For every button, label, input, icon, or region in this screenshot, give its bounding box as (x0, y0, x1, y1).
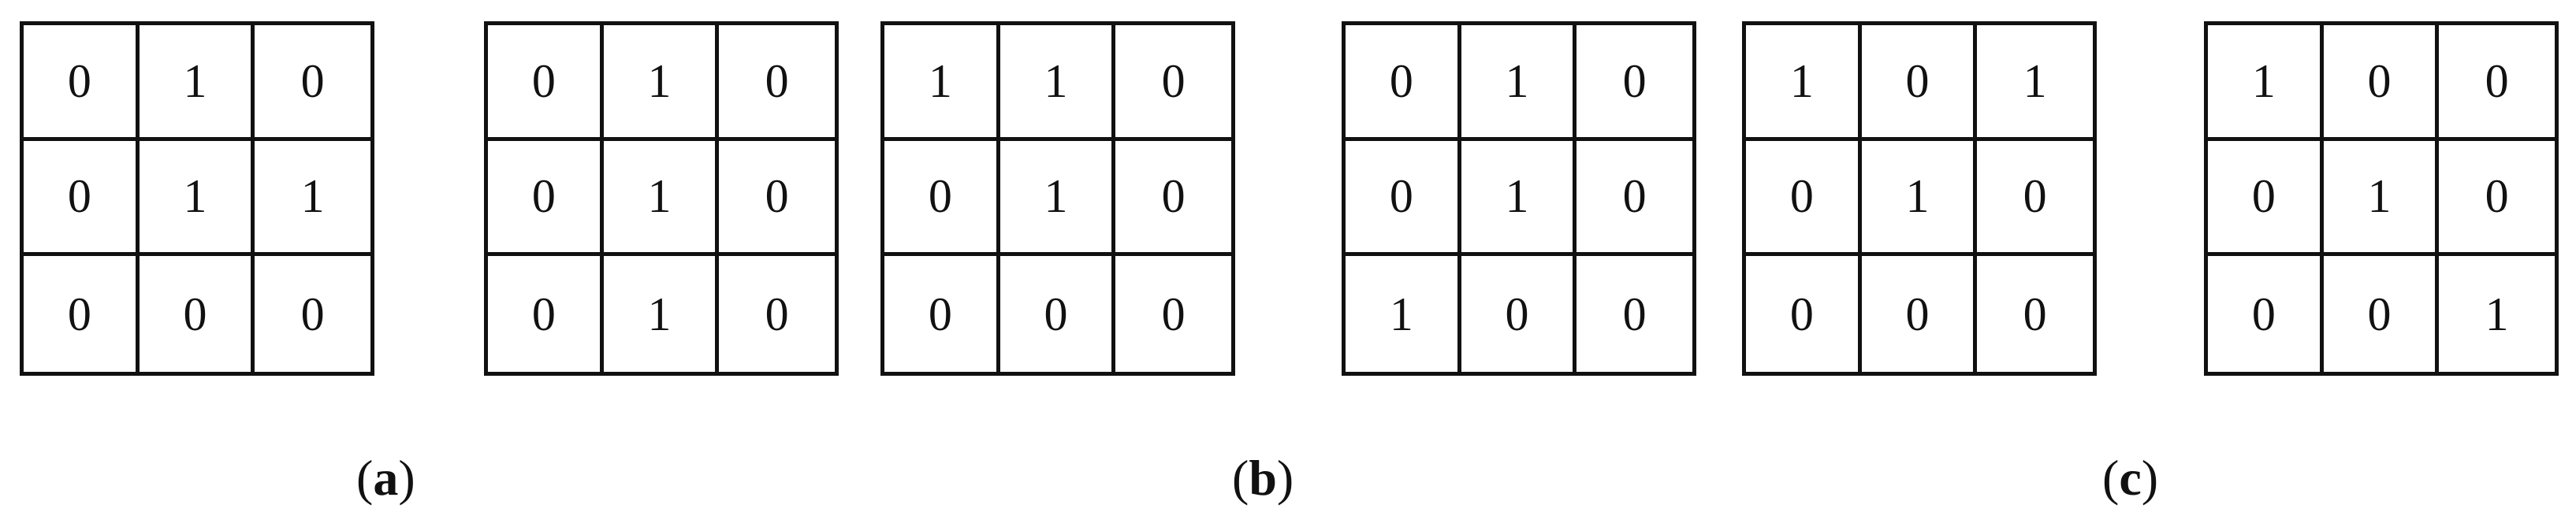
matrix-cell: 1 (1346, 256, 1461, 372)
matrix-cell: 0 (24, 140, 140, 257)
matrix-cell: 0 (1000, 256, 1116, 372)
matrix-cell: 0 (140, 256, 255, 372)
matrix-a-1: 0 1 0 0 1 1 0 0 0 (20, 21, 374, 376)
matrix-cell: 1 (255, 141, 370, 257)
matrix-cell: 0 (1161, 288, 1186, 340)
matrix-cell: 0 (2439, 25, 2555, 141)
panel-label: b (1249, 450, 1277, 506)
matrix-cell: 0 (1115, 25, 1231, 141)
matrix-cell: 1 (1000, 140, 1116, 257)
matrix-cell: 0 (1461, 256, 1577, 372)
matrix-cell: 0 (1346, 25, 1461, 141)
matrix-cell: 0 (1862, 256, 1978, 372)
matrix-cell: 0 (1576, 141, 1692, 257)
matrix-c-2: 1 0 0 0 1 0 0 0 1 (2204, 21, 2559, 376)
matrix-cell: 0 (1346, 140, 1461, 257)
matrix-cell: 0 (2439, 141, 2555, 257)
matrix-cell: 1 (1861, 140, 1978, 257)
matrix-cell: 0 (884, 256, 1000, 372)
matrix-cell: 0 (488, 25, 604, 141)
matrix-cell: 1 (1461, 140, 1577, 257)
matrix-cell: 0 (1746, 140, 1862, 257)
matrix-cell: 0 (300, 288, 325, 340)
matrix-cell: 0 (488, 256, 604, 372)
matrix-cell: 0 (1746, 256, 1862, 372)
matrix-cell: 1 (139, 25, 255, 141)
matrix-a-2: 0 1 0 0 1 0 0 1 0 (484, 21, 839, 376)
matrix-cell: 0 (24, 25, 140, 141)
matrix-cell: 0 (2208, 256, 2324, 372)
matrix-cell: 1 (2208, 25, 2324, 141)
matrix-b-1: 1 1 0 0 1 0 0 0 0 (880, 21, 1235, 376)
matrix-cell: 1 (2485, 288, 2509, 340)
matrix-cell: 1 (139, 140, 255, 257)
panel-label: c (2119, 450, 2142, 506)
matrix-cell: 0 (24, 256, 140, 372)
matrix-cell: 0 (2324, 256, 2440, 372)
matrix-cell: 0 (1861, 25, 1978, 141)
matrix-cell: 1 (2323, 140, 2440, 257)
matrix-cell: 1 (1746, 25, 1862, 141)
panel-caption-c: (c) (2102, 450, 2159, 506)
matrix-cell: 0 (255, 25, 370, 141)
matrix-cell: 0 (2208, 140, 2324, 257)
matrix-cell: 0 (884, 140, 1000, 257)
matrix-cell: 1 (1461, 25, 1577, 141)
panel-caption-a: (a) (356, 450, 415, 506)
matrix-cell: 0 (1977, 141, 2093, 257)
matrix-cell: 0 (2323, 25, 2440, 141)
matrix-cell: 0 (719, 25, 835, 141)
matrix-cell: 0 (1622, 288, 1647, 340)
matrix-cell: 0 (1115, 141, 1231, 257)
matrix-cell: 1 (884, 25, 1000, 141)
matrix-cell: 0 (488, 140, 604, 257)
matrix-cell: 0 (2023, 288, 2047, 340)
matrix-cell: 1 (603, 140, 720, 257)
matrix-cell: 1 (604, 256, 720, 372)
matrix-cell: 1 (603, 25, 720, 141)
matrix-cell: 1 (1000, 25, 1116, 141)
panel-caption-b: (b) (1232, 450, 1294, 506)
matrix-cell: 0 (765, 288, 789, 340)
matrix-b-2: 0 1 0 0 1 0 1 0 0 (1342, 21, 1696, 376)
matrix-cell: 1 (1977, 25, 2093, 141)
panel-label: a (373, 450, 399, 506)
matrix-cell: 0 (719, 141, 835, 257)
matrix-c-1: 1 0 1 0 1 0 0 0 0 (1742, 21, 2097, 376)
matrix-cell: 0 (1576, 25, 1692, 141)
